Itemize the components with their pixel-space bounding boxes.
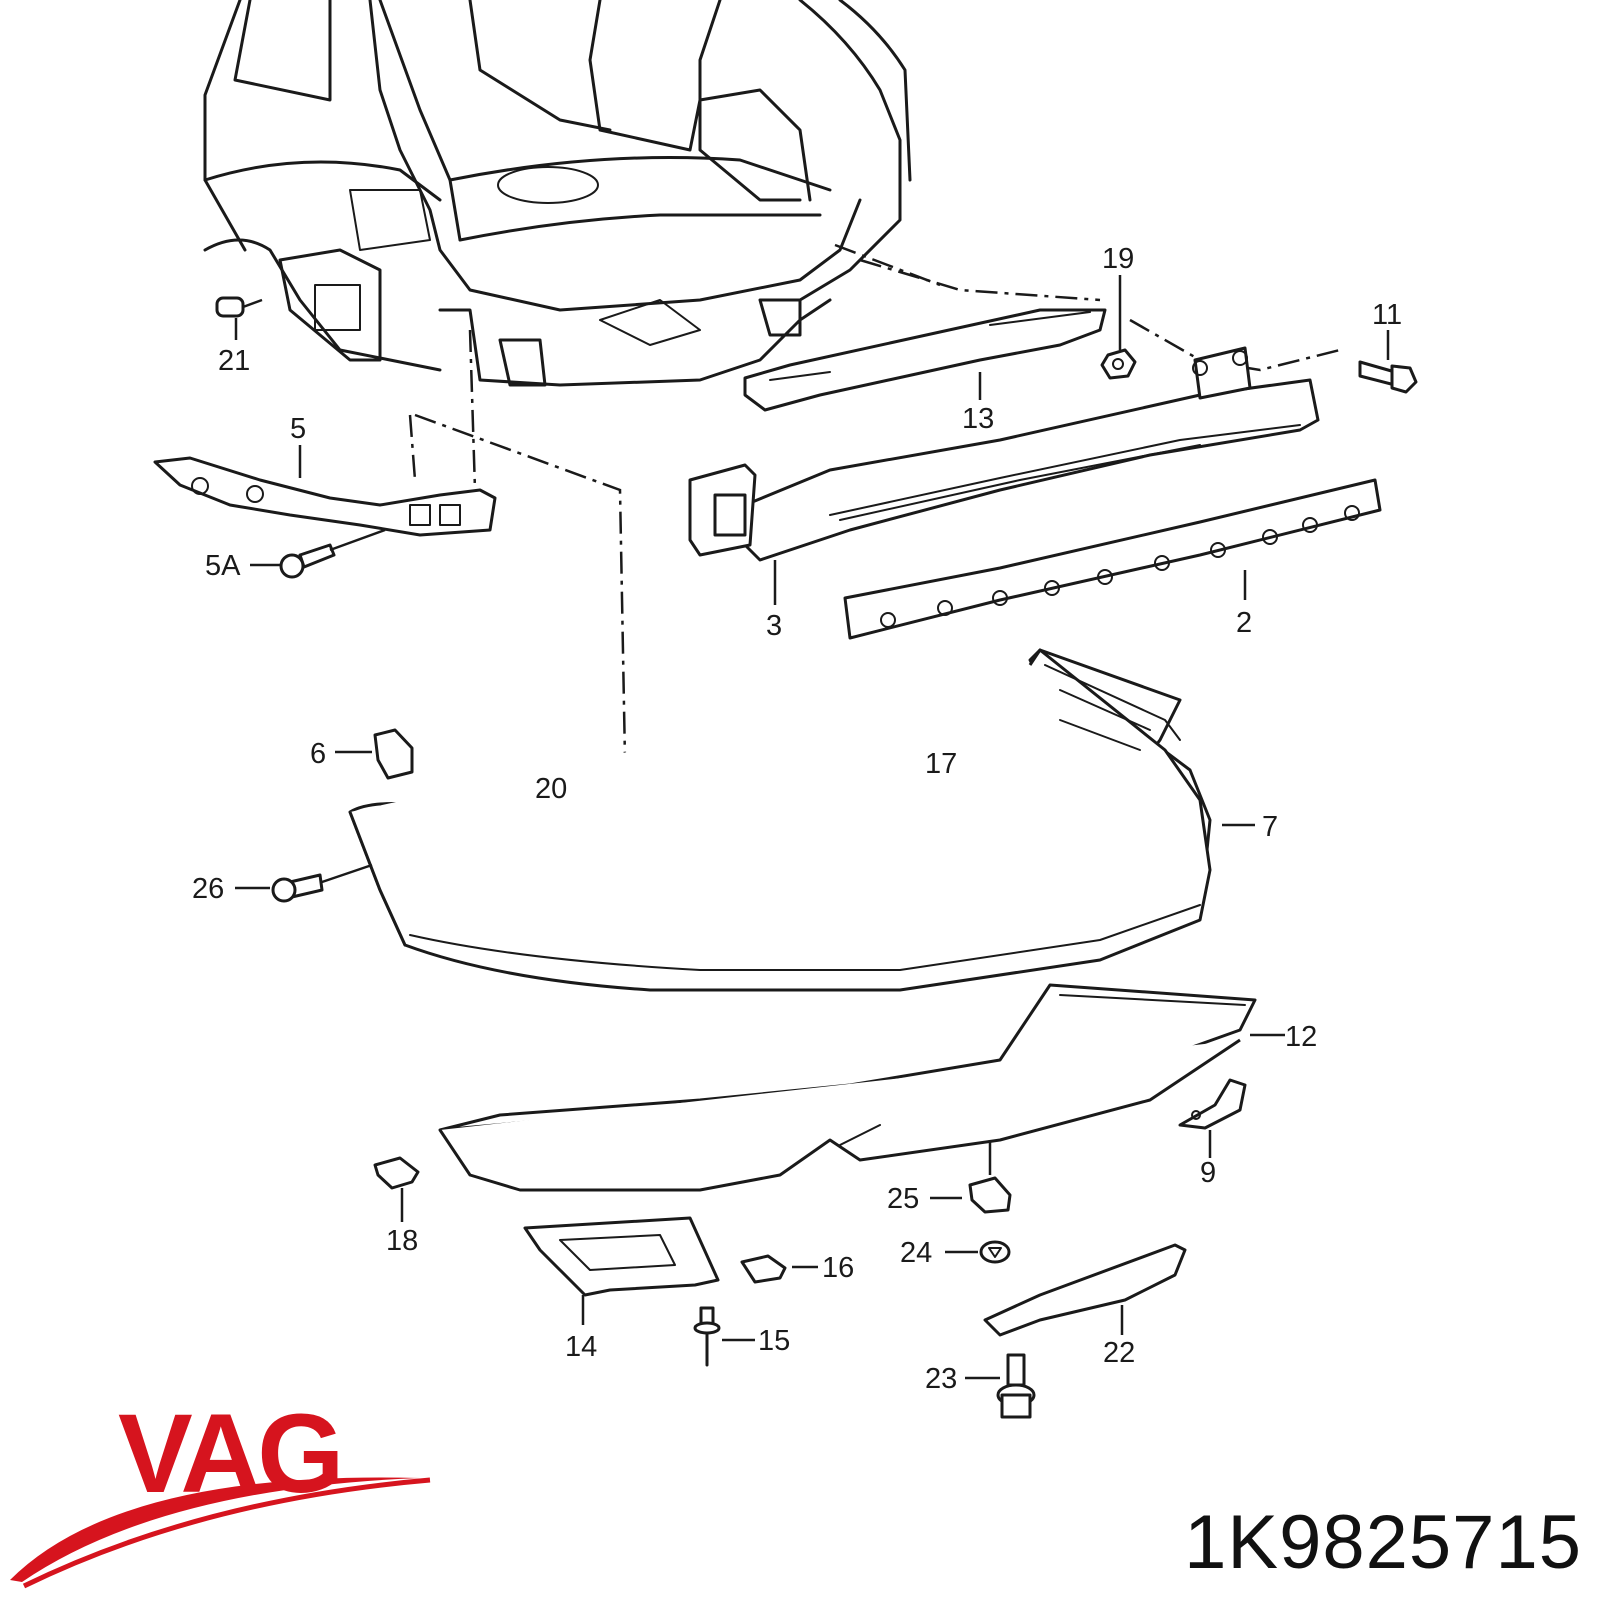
vag-logo: VAG bbox=[10, 1391, 431, 1589]
callout-14: 14 bbox=[565, 1331, 597, 1363]
part-5-bracket bbox=[153, 445, 497, 537]
callout-23: 23 bbox=[925, 1363, 957, 1395]
callout-12: 12 bbox=[1285, 1021, 1317, 1053]
callout-2: 2 bbox=[1236, 607, 1252, 639]
part-14-underbody-guard bbox=[523, 1216, 720, 1325]
callout-5a: 5A bbox=[205, 550, 241, 582]
part-19-nut bbox=[1100, 275, 1137, 380]
part-15-bolt bbox=[693, 1306, 755, 1367]
callout-11: 11 bbox=[1372, 299, 1402, 331]
callout-26: 26 bbox=[192, 873, 224, 905]
part-11-bolt bbox=[1358, 330, 1418, 394]
part-3-bumper-carrier bbox=[688, 346, 1320, 605]
part-25-clip bbox=[930, 1140, 1012, 1214]
logo-swoosh bbox=[10, 1477, 420, 1582]
callout-22: 22 bbox=[1103, 1337, 1135, 1369]
callout-15: 15 bbox=[758, 1325, 790, 1357]
part-22-trim-strip bbox=[983, 1243, 1187, 1337]
part-16-nut bbox=[740, 1254, 818, 1284]
callout-25: 25 bbox=[887, 1183, 919, 1215]
part-5a-screw bbox=[250, 528, 386, 579]
part-number: 1K9825715 bbox=[1184, 1500, 1582, 1585]
callout-3: 3 bbox=[766, 610, 782, 642]
part-2-energy-absorber bbox=[843, 478, 1382, 640]
car-body-rear-section bbox=[203, 0, 912, 387]
callout-7: 7 bbox=[1262, 811, 1278, 843]
part-6-clip bbox=[335, 728, 414, 780]
part-21-plug bbox=[215, 296, 263, 340]
callout-18: 18 bbox=[386, 1225, 418, 1257]
part-18-clip bbox=[373, 1156, 420, 1222]
callout-6: 6 bbox=[310, 738, 326, 770]
logo-text: VAG bbox=[118, 1391, 340, 1516]
callout-24: 24 bbox=[900, 1237, 932, 1269]
callout-19: 19 bbox=[1102, 243, 1134, 275]
callout-17: 17 bbox=[925, 748, 957, 780]
part-13-reinforcement bbox=[743, 308, 1107, 412]
callout-5: 5 bbox=[290, 413, 306, 445]
part-9-trim bbox=[1178, 1078, 1247, 1158]
part-24-washer bbox=[945, 1240, 1011, 1264]
callout-labels: 21 19 11 13 5 5A 3 2 6 20 17 7 26 12 9 1… bbox=[192, 243, 1402, 1395]
part-12-rear-diffuser bbox=[438, 983, 1285, 1192]
callout-16: 16 bbox=[822, 1252, 854, 1284]
logo-swoosh-inner bbox=[22, 1477, 431, 1589]
part-23-screw bbox=[965, 1353, 1036, 1419]
callout-20: 20 bbox=[535, 773, 567, 805]
part-7-bumper-cover bbox=[348, 648, 1255, 992]
callout-9: 9 bbox=[1200, 1157, 1216, 1189]
part-26-screw bbox=[235, 863, 373, 903]
callout-21: 21 bbox=[218, 345, 250, 377]
callout-13: 13 bbox=[962, 403, 994, 435]
